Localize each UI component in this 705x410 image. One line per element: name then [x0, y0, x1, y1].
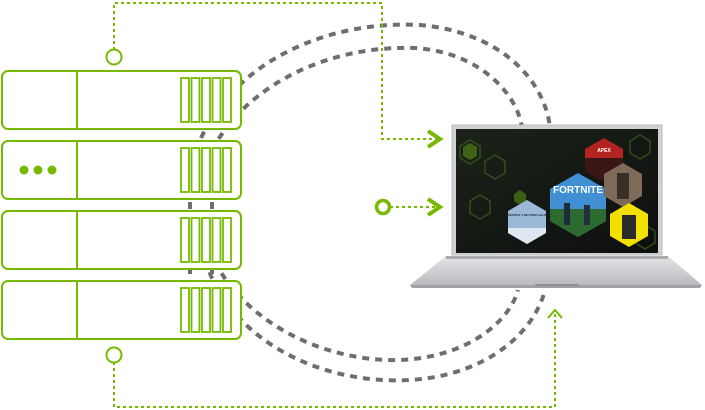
middle-connector-node	[374, 198, 392, 216]
server-unit	[1, 70, 242, 130]
status-light	[19, 165, 29, 175]
drive-bay-slot	[201, 217, 211, 263]
drive-bay-slot	[211, 77, 222, 123]
server-unit-frame	[1, 70, 242, 130]
destiny-label: DESTINY 2 BEYOND LIGHT	[508, 213, 547, 217]
drive-bay-slot	[190, 217, 201, 263]
drive-bay-slot	[180, 77, 190, 123]
server-rack	[1, 70, 242, 340]
bottom-route-line	[113, 312, 556, 408]
bottom-connector-node	[105, 346, 123, 364]
drive-bay-slot	[201, 147, 211, 193]
laptop-hinge	[446, 256, 668, 259]
drive-bay-slot	[222, 77, 232, 123]
drive-bay-slot	[190, 147, 201, 193]
fortnite-label: FORTNITE	[553, 185, 603, 196]
green-connections	[113, 2, 556, 408]
laptop-base	[410, 256, 702, 285]
drive-bay-slot	[222, 147, 232, 193]
top-route-line	[113, 2, 444, 149]
drive-bay-slot	[211, 287, 222, 333]
drive-bay-slot	[222, 287, 232, 333]
laptop-front-lip	[410, 285, 702, 288]
server-unit	[1, 140, 242, 200]
server-unit	[1, 210, 242, 270]
drive-bay-slot	[190, 287, 201, 333]
laptop: FORTNITE APEX DESTIN	[410, 124, 702, 288]
server-unit-frame	[1, 280, 242, 340]
bottom-route-arrowhead	[547, 308, 563, 319]
inner-arc	[210, 45, 524, 151]
drive-bay-slot	[190, 77, 201, 123]
status-light	[47, 165, 57, 175]
apex-label: APEX	[597, 148, 611, 154]
drive-bay-slot	[180, 287, 190, 333]
trackpad-notch	[535, 284, 579, 286]
status-light	[33, 165, 43, 175]
screen-hex-glow	[463, 143, 526, 205]
server-unit-frame	[1, 210, 242, 270]
drive-bay-slot	[180, 217, 190, 263]
drive-bay-slot	[180, 147, 190, 193]
top-connector-node	[105, 48, 123, 66]
drive-bay-slot	[211, 217, 222, 263]
drive-bay-slot	[211, 147, 222, 193]
drive-bay-slot	[201, 77, 211, 123]
server-unit	[1, 280, 242, 340]
drive-bay-slot	[201, 287, 211, 333]
drive-bay-slot	[222, 217, 232, 263]
inner-arc-bottom	[213, 261, 520, 363]
